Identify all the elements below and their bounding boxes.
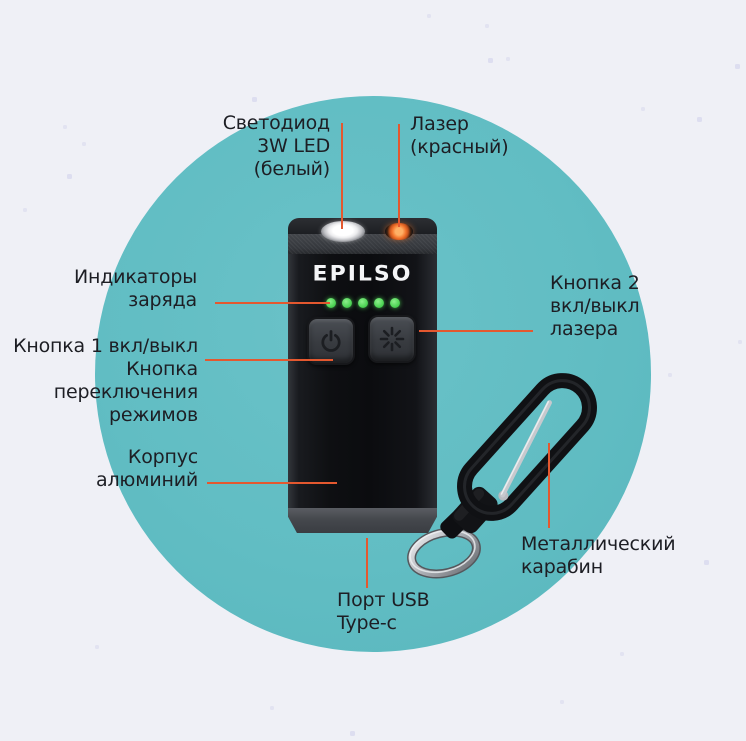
label-button2-line: Кнопка 2 [550, 272, 640, 294]
charge-led [357, 298, 368, 308]
label-carabiner-line: карабин [521, 556, 603, 578]
charge-led [389, 298, 400, 308]
sparkle-dot [697, 117, 702, 122]
brand-logo: EPILSO [312, 262, 413, 287]
sparkle-dot [641, 107, 645, 111]
callout-line-led [341, 123, 343, 229]
callout-line-carabiner [548, 443, 550, 528]
label-indicators-line: заряда [128, 289, 197, 311]
label-led: Светодиод 3W LED (белый) [223, 112, 330, 181]
sparkle-dot [23, 208, 27, 212]
sparkle-dot [67, 174, 72, 179]
sparkle-dot [485, 24, 489, 28]
laser-emitter [385, 223, 413, 240]
sparkle-dot [63, 125, 67, 129]
callout-line-body [207, 482, 337, 484]
label-led-line: 3W LED [257, 135, 330, 157]
label-led-line: Светодиод [222, 112, 330, 134]
label-button1-line: Кнопка [126, 358, 198, 380]
sparkle-dot [620, 652, 624, 656]
sparkle-dot [735, 64, 740, 69]
charge-indicator-row [288, 298, 437, 308]
flashlight-device: EPILSO [288, 218, 437, 533]
callout-line-button1 [205, 359, 333, 361]
device-body [288, 254, 437, 508]
device-bevel-band [288, 234, 437, 254]
power-icon [321, 330, 341, 352]
sparkle-dot [95, 645, 99, 649]
laser-burst-icon [379, 326, 405, 352]
charge-led [325, 298, 336, 308]
label-carabiner: Металлический карабин [521, 533, 676, 579]
callout-line-laser [398, 124, 400, 227]
label-button2-line: лазера [550, 318, 619, 340]
label-body: Корпус алюминий [96, 446, 198, 492]
label-indicators-line: Индикаторы [74, 266, 197, 288]
sparkle-dot [350, 731, 355, 736]
sparkle-dot [704, 560, 709, 565]
label-button2: Кнопка 2 вкл/выкл лазера [550, 272, 640, 341]
label-laser-line: (красный) [410, 136, 509, 158]
callout-line-usb [366, 538, 368, 588]
label-body-line: Корпус [127, 446, 198, 468]
label-button1-line: переключения [53, 381, 198, 403]
sparkle-dot [270, 706, 274, 710]
callout-line-indicators [215, 302, 330, 304]
label-usb-line: Порт USB [337, 589, 430, 611]
label-laser-line: Лазер [410, 113, 469, 135]
power-button [307, 317, 355, 365]
callout-line-button2 [419, 330, 533, 332]
sparkle-dot [82, 142, 86, 146]
sparkle-dot [427, 14, 431, 18]
sparkle-dot [252, 97, 257, 102]
label-button2-line: вкл/выкл [550, 295, 640, 317]
label-body-line: алюминий [96, 469, 198, 491]
label-laser: Лазер (красный) [410, 113, 509, 159]
led-lens [321, 221, 365, 242]
device-bottom-band [288, 508, 437, 533]
charge-led [341, 298, 352, 308]
label-led-line: (белый) [253, 158, 331, 180]
label-usb-line: Type-c [337, 612, 397, 634]
laser-button [368, 315, 416, 363]
label-usb: Порт USB Type-c [337, 589, 430, 635]
sparkle-dot [738, 340, 742, 344]
label-indicators: Индикаторы заряда [74, 266, 197, 312]
label-button1-line: режимов [109, 404, 198, 426]
charge-led [373, 298, 384, 308]
sparkle-dot [668, 373, 672, 377]
label-button1: Кнопка 1 вкл/выкл Кнопка переключения ре… [13, 335, 198, 427]
sparkle-dot [560, 700, 564, 704]
sparkle-dot [506, 57, 510, 61]
label-button1-line: Кнопка 1 вкл/выкл [13, 335, 198, 357]
label-carabiner-line: Металлический [521, 533, 676, 555]
sparkle-dot [488, 58, 493, 63]
